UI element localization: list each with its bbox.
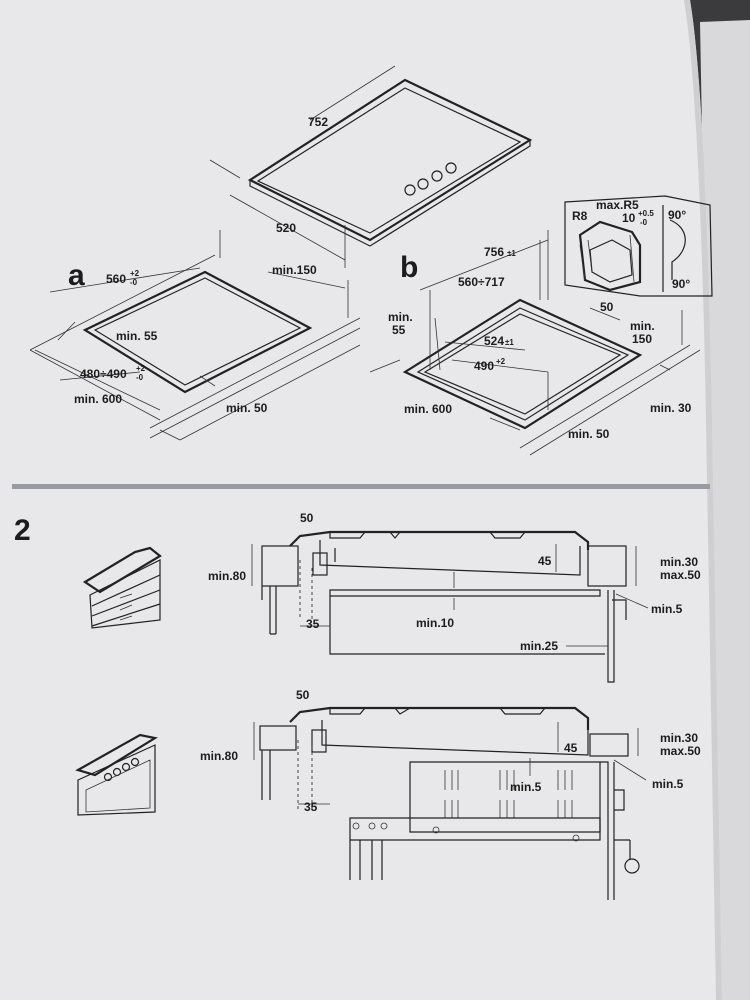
detail-10-tol-plus: +0.5 (638, 209, 654, 218)
figure-1a: a 752 520 (29, 65, 533, 441)
dim-524: 524 (484, 334, 504, 348)
dim-756: 756 (484, 245, 504, 259)
detail-10: 10 (622, 211, 636, 225)
s2-top-dim-35: 35 (306, 617, 320, 631)
dim-min50-a: min. 50 (226, 401, 268, 415)
paper-sheet (0, 0, 722, 1000)
dim-min600-b: min. 600 (404, 402, 452, 416)
dim-520: 520 (276, 221, 296, 235)
detail-r8: R8 (572, 209, 588, 223)
section-view-drawers (251, 530, 649, 683)
dim-min55-a: min. 55 (116, 329, 158, 343)
s2-top-dim-min80: min.80 (208, 569, 246, 583)
dim-480-tol-minus: -0 (136, 373, 144, 382)
dim-490-tol: +2 (496, 357, 506, 366)
dim-480-tol-plus: +2 (136, 364, 146, 373)
dim-560-717: 560÷717 (458, 275, 505, 289)
worktop-cutout-b (369, 230, 701, 456)
dim-480-490: 480÷490 (80, 367, 127, 381)
s2-top-dim-min10: min.10 (416, 616, 454, 630)
dim-min30-b: min. 30 (650, 401, 692, 415)
dim-min50-b: min. 50 (568, 427, 610, 441)
dim-min150-a: min.150 (272, 263, 317, 277)
drawer-cabinet-icon (82, 546, 162, 629)
detail-90-top: 90° (668, 208, 686, 222)
figure-1b: b 756 ±1 560÷717 min. 55 50 min. (369, 195, 713, 456)
s2-bottom-dim-min30: min.30 (660, 731, 698, 745)
s2-bottom-dim-45: 45 (564, 741, 578, 755)
s2-top-dim-max50: max.50 (660, 568, 701, 582)
dim-524-tol: ±1 (505, 338, 514, 347)
s2-bottom-dim-50: 50 (296, 688, 310, 702)
dim-752: 752 (308, 115, 328, 129)
s2-bottom-dim-min5-inner: min.5 (510, 780, 542, 794)
page-shadow (684, 0, 722, 1000)
dim-min55-b-1: min. (388, 310, 413, 324)
oven-cabinet-icon (75, 733, 158, 816)
next-page-edge (700, 20, 750, 1000)
dim-560-tol-minus: -0 (130, 278, 138, 287)
dim-min150-b-2: 150 (632, 332, 652, 346)
detail-max-r5: max.R5 (596, 198, 639, 212)
figure-label-b: b (400, 251, 418, 284)
hob-drawing (209, 65, 533, 268)
s2-top-dim-min5: min.5 (651, 602, 683, 616)
dim-560-tol-plus: +2 (130, 269, 140, 278)
s2-top-dim-45: 45 (538, 554, 552, 568)
s2-top-dim-min25: min.25 (520, 639, 558, 653)
s2-bottom-dim-min5: min.5 (652, 777, 684, 791)
dim-min55-b-2: 55 (392, 323, 406, 337)
section-divider (12, 484, 710, 489)
s2-top-dim-50: 50 (300, 511, 314, 525)
s2-bottom-dim-max50: max.50 (660, 744, 701, 758)
worktop-cutout-a (29, 254, 361, 441)
dim-490: 490 (474, 359, 494, 373)
corner-detail-inset (564, 195, 713, 297)
detail-10-tol-minus: -0 (640, 218, 648, 227)
figure-label-a: a (68, 259, 85, 292)
section-view-oven (253, 706, 647, 900)
dim-756-tol: ±1 (507, 249, 516, 258)
figure-label-2: 2 (14, 514, 31, 547)
s2-bottom-dim-min80: min.80 (200, 749, 238, 763)
dim-50-b: 50 (600, 300, 614, 314)
detail-90-bottom: 90° (672, 277, 690, 291)
dim-min150-b-1: min. (630, 319, 655, 333)
s2-bottom-dim-35: 35 (304, 800, 318, 814)
dim-min600-a: min. 600 (74, 392, 122, 406)
dim-560: 560 (106, 272, 126, 286)
s2-top-dim-min30: min.30 (660, 555, 698, 569)
